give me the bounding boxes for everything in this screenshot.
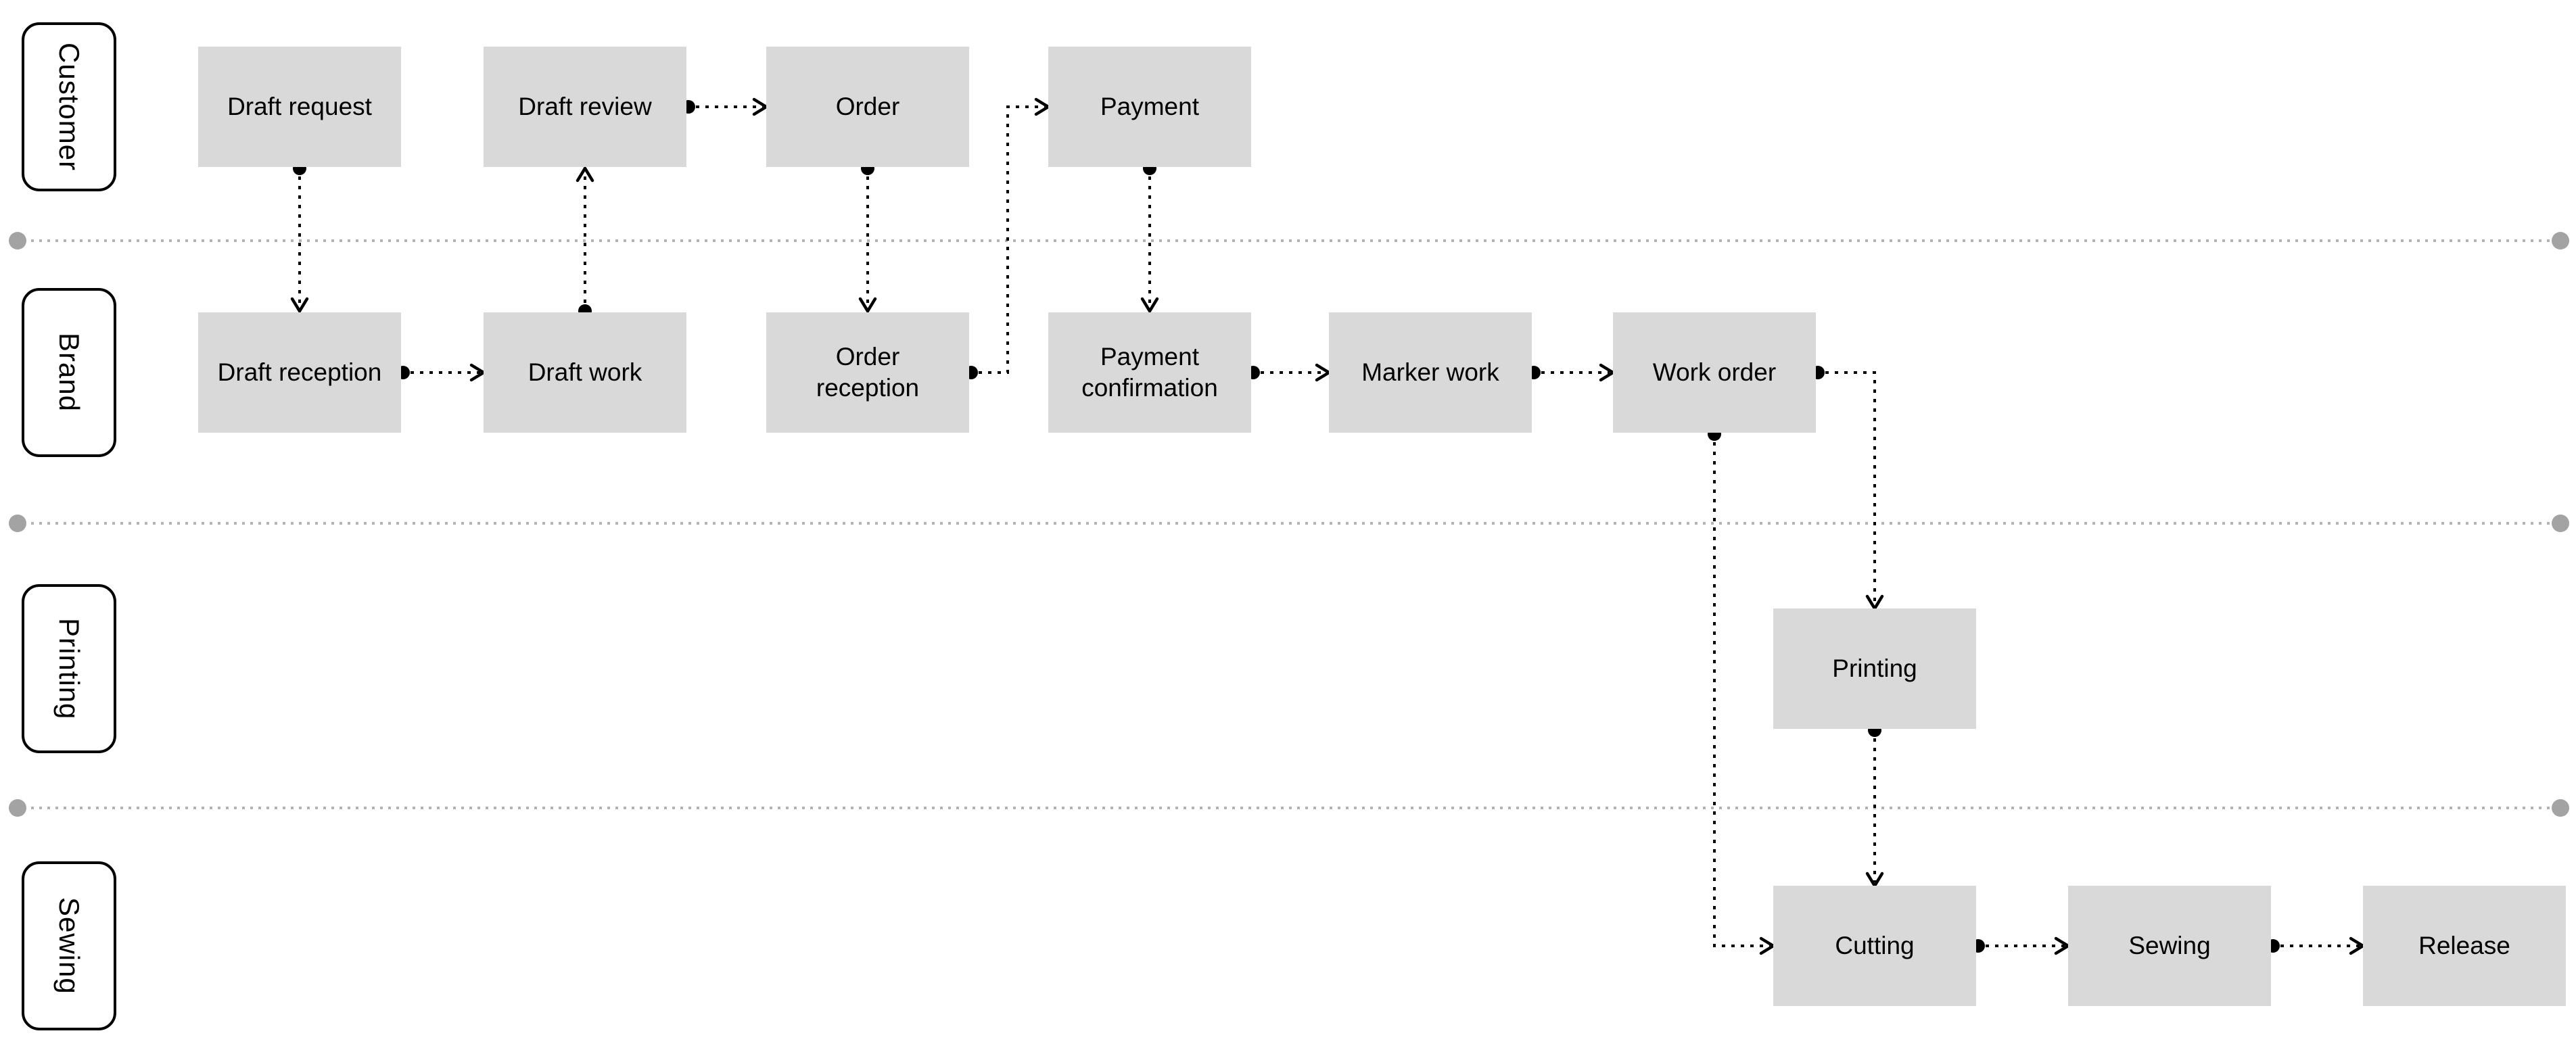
edge-order-reception-to-payment <box>964 97 1052 379</box>
node-payment-confirmation: Payment confirmation <box>1048 312 1251 433</box>
edge-draft-reception-to-draft-work <box>396 363 487 382</box>
divider-endcap-left <box>9 515 26 532</box>
lane-label-sewing: Sewing <box>22 861 116 1030</box>
lane-label-printing: Printing <box>22 584 116 753</box>
lane-label-printing-text: Printing <box>53 617 85 720</box>
edge-sewing-to-release <box>2266 936 2366 955</box>
node-cutting: Cutting <box>1773 886 1976 1006</box>
lane-label-brand-text: Brand <box>53 333 85 412</box>
lane-label-sewing-text: Sewing <box>53 897 85 995</box>
edge-payment-confirmation-to-marker-work <box>1246 363 1332 382</box>
edge-work-order-to-cutting <box>1708 427 1777 955</box>
divider-endcap-right <box>2552 232 2569 249</box>
node-draft-request: Draft request <box>198 47 401 167</box>
edge-payment-to-payment-confirmation <box>1140 162 1159 314</box>
edge-draft-work-to-draft-review <box>576 165 594 318</box>
edge-marker-work-to-work-order <box>1527 363 1616 382</box>
node-work-order: Work order <box>1613 312 1816 433</box>
divider-endcap-left <box>9 799 26 817</box>
edge-cutting-to-sewing <box>1971 936 2071 955</box>
lane-label-customer: Customer <box>22 22 116 191</box>
node-sewing: Sewing <box>2068 886 2271 1006</box>
lane-divider-brand-printing <box>9 515 2569 532</box>
lane-divider-printing-sewing <box>9 799 2569 817</box>
node-release: Release <box>2363 886 2566 1006</box>
edge-printing-to-cutting <box>1865 723 1884 889</box>
divider-endcap-left <box>9 232 26 249</box>
node-draft-work: Draft work <box>484 312 686 433</box>
node-order-reception: Order reception <box>766 312 969 433</box>
edge-work-order-to-printing <box>1811 366 1884 612</box>
node-printing: Printing <box>1773 608 1976 729</box>
node-marker-work: Marker work <box>1329 312 1532 433</box>
node-draft-review: Draft review <box>484 47 686 167</box>
divider-endcap-right <box>2552 515 2569 532</box>
lane-label-customer-text: Customer <box>53 42 85 172</box>
node-order: Order <box>766 47 969 167</box>
edge-draft-request-to-draft-reception <box>290 162 309 314</box>
node-draft-reception: Draft reception <box>198 312 401 433</box>
edge-order-to-order-reception <box>858 162 877 314</box>
edge-draft-review-to-order <box>682 97 770 116</box>
divider-endcap-right <box>2552 799 2569 817</box>
lane-divider-customer-brand <box>9 232 2569 249</box>
node-payment: Payment <box>1048 47 1251 167</box>
lane-label-brand: Brand <box>22 288 116 457</box>
